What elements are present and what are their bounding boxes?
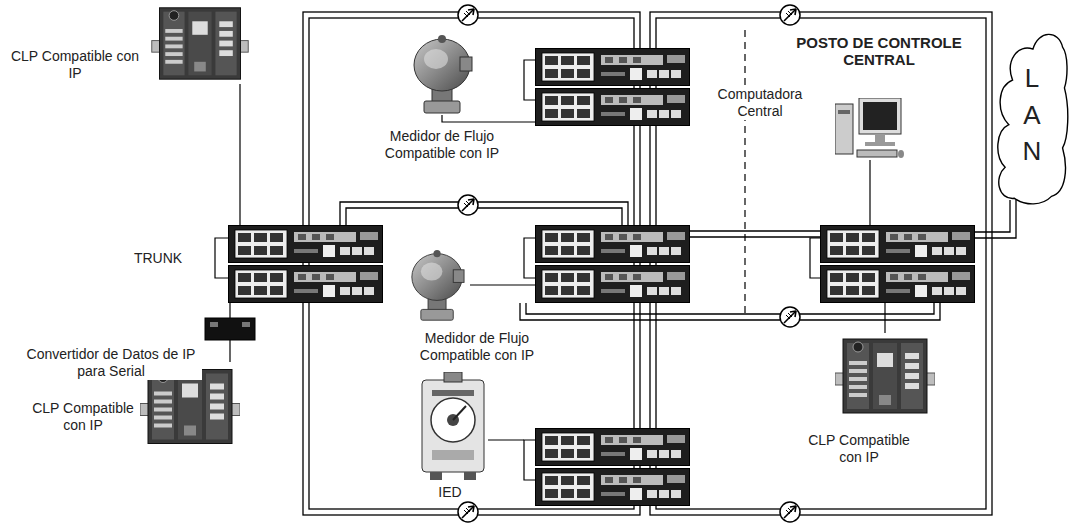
meter-wire: [442, 115, 545, 126]
ring-network: [303, 12, 1016, 515]
ethernet-switch: [536, 49, 690, 86]
middle-link: [346, 208, 622, 225]
wireless-link-symbol: [780, 5, 800, 25]
lan-cloud: L A N: [994, 22, 1070, 208]
pair-link: [810, 238, 820, 278]
ip-serial-converter: [205, 318, 255, 340]
ethernet-switch: [821, 226, 975, 263]
plc-device: [152, 8, 248, 79]
bottom-link: [520, 303, 940, 320]
flow-meter: [414, 35, 472, 113]
converter-port: [210, 322, 218, 327]
plc-device: [140, 370, 240, 444]
bottom-link: [526, 303, 934, 314]
computer-wire: [869, 160, 870, 225]
ring-outer-right: [650, 12, 992, 515]
meter-wire: [470, 284, 535, 285]
central-computer: [835, 98, 904, 158]
switches: [229, 49, 975, 506]
device-label: Medidor de Flujo Compatible con IP: [388, 330, 566, 364]
device-label: CLP Compatible con IP: [30, 400, 136, 434]
device-label: CLP Compatible con IP: [800, 432, 918, 466]
ethernet-switch: [536, 429, 690, 466]
ied-device: [422, 372, 484, 480]
trunk-link: [215, 238, 228, 278]
converter-wire: [229, 303, 230, 318]
ethernet-switch: [536, 469, 690, 506]
wireless-link-symbol: [780, 307, 800, 327]
device-label: Medidor de Flujo Compatible con IP: [383, 128, 501, 162]
wireless-link-symbol: [458, 195, 478, 215]
middle-link: [340, 202, 628, 225]
converter-wire: [229, 340, 230, 362]
ethernet-switch: [229, 226, 383, 263]
ethernet-switch: [821, 266, 975, 303]
center-right-link: [690, 230, 820, 231]
device-wires: [215, 60, 885, 480]
ethernet-switch: [229, 266, 383, 303]
ring-inner-right: [656, 18, 986, 509]
pair-link: [524, 60, 535, 100]
plc-wire: [239, 84, 240, 225]
plc-wire: [884, 303, 885, 333]
device-label: CLP Compatible con IP: [4, 48, 146, 82]
pair-link: [524, 440, 535, 480]
lan-link: [975, 200, 1010, 232]
device-label: IED: [430, 484, 470, 501]
pair-link: [524, 238, 535, 278]
device-label: Computadora Central: [705, 86, 815, 120]
wireless-link-symbol: [458, 5, 478, 25]
ethernet-switch: [536, 226, 690, 263]
ethernet-switch: [536, 266, 690, 303]
cloud-outline: [998, 34, 1068, 204]
wireless-link-symbol: [458, 502, 478, 522]
control-zone-border: [744, 30, 745, 318]
trunk-label: TRUNK: [128, 250, 188, 267]
ied-wire: [488, 439, 524, 440]
plc-device: [835, 339, 935, 413]
device-label: Convertidor de Datos de IP para Serial: [20, 346, 202, 380]
repeaters: [458, 5, 800, 522]
flow-meter: [412, 250, 464, 320]
zone-title: POSTO DE CONTROLE CENTRAL: [790, 34, 968, 68]
center-right-link: [690, 236, 820, 237]
devices: [140, 8, 935, 480]
wireless-link-symbol: [780, 502, 800, 522]
cloud-text: L A N: [1019, 60, 1045, 169]
ethernet-switch: [536, 89, 690, 126]
lan-link: [975, 200, 1016, 238]
converter-port: [242, 322, 250, 327]
